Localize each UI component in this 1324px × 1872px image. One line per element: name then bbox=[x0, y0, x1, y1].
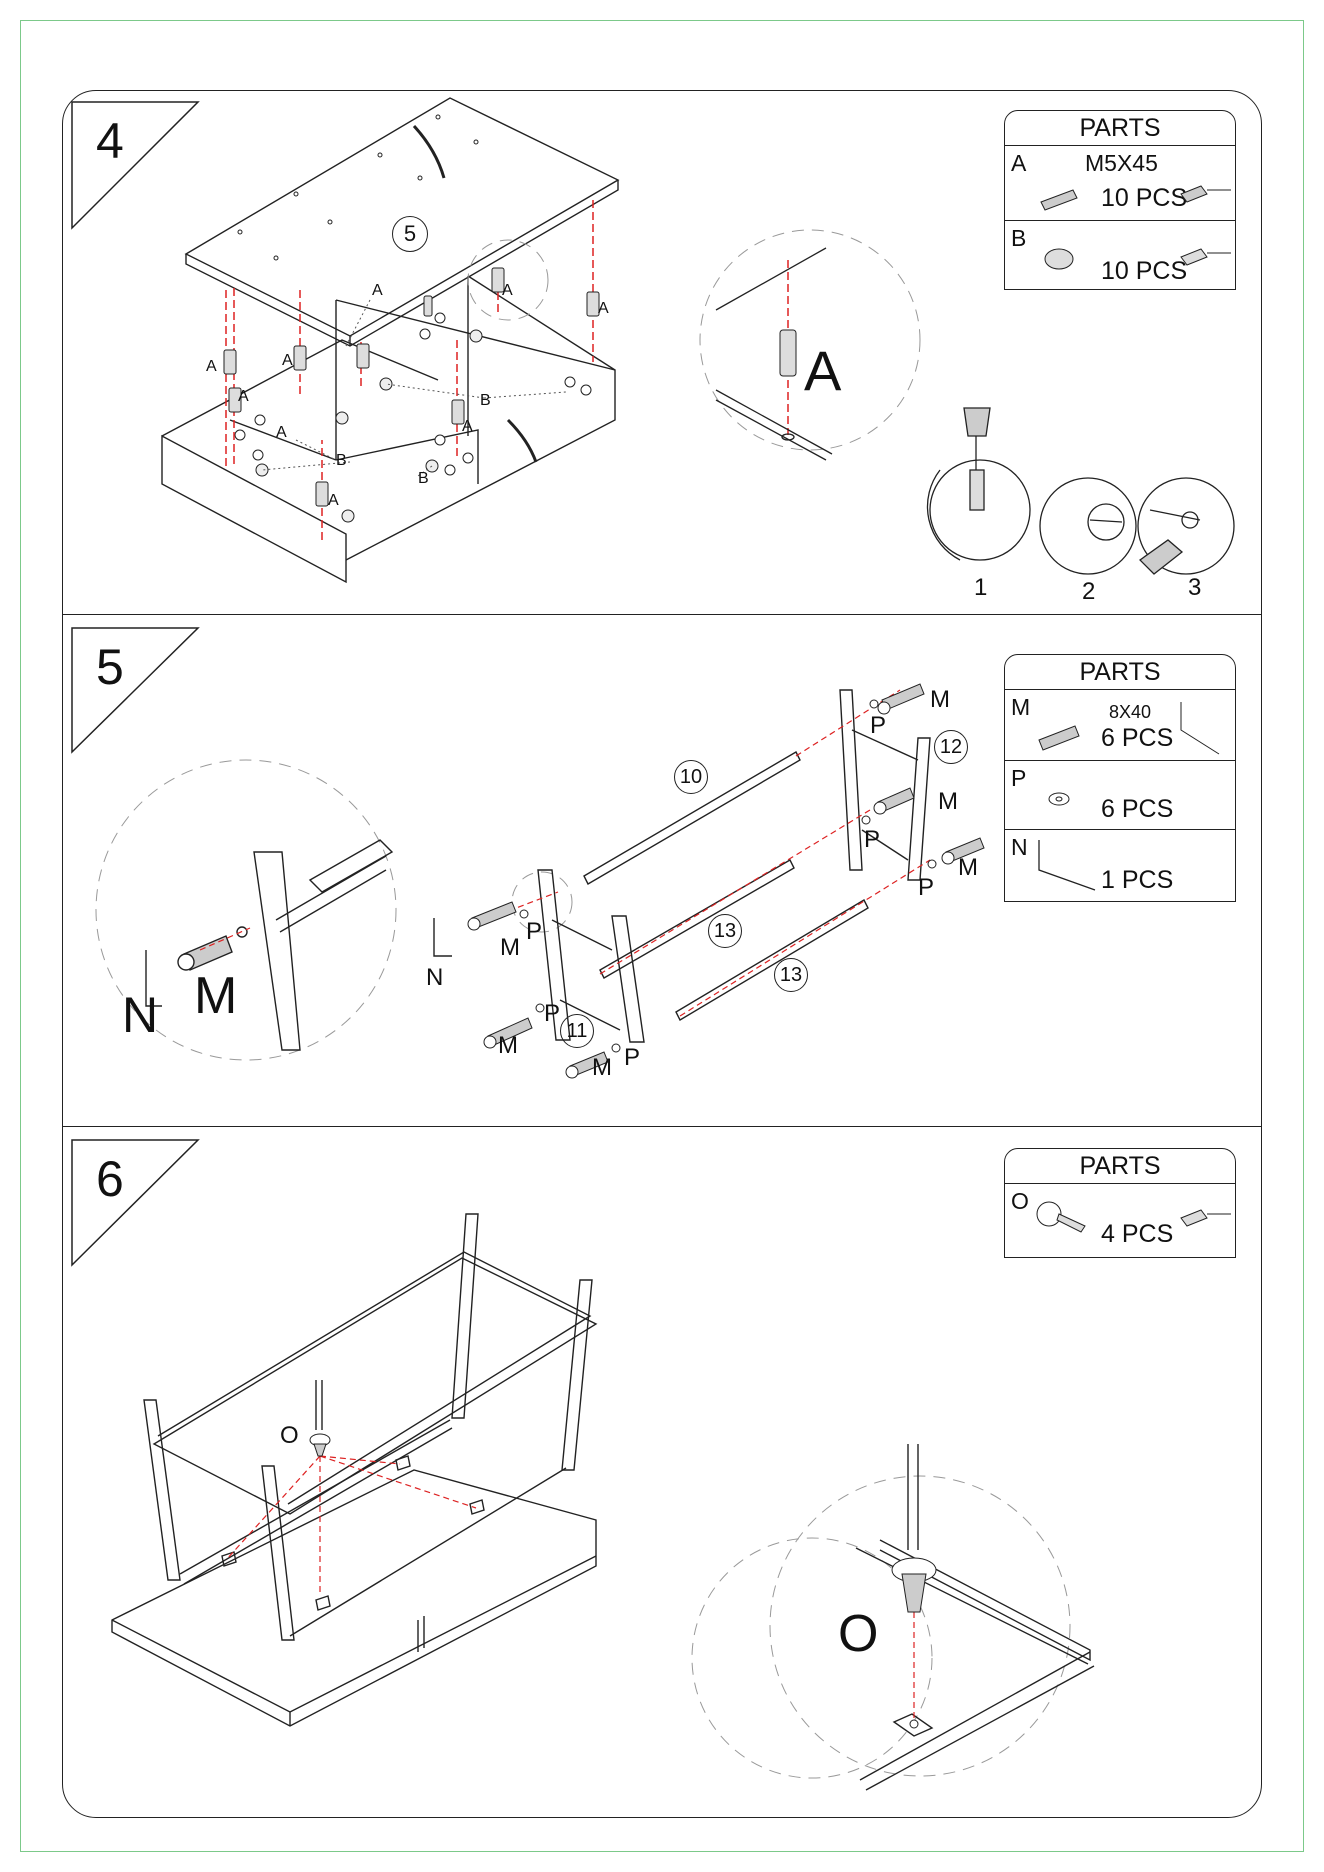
screw-icon bbox=[1005, 1184, 1237, 1256]
detail-screw-label: O bbox=[838, 1604, 878, 1664]
parts-list: PARTS O 4 PCS bbox=[1004, 1148, 1236, 1258]
screw-label: O bbox=[280, 1422, 299, 1450]
parts-row: O 4 PCS bbox=[1005, 1184, 1235, 1256]
parts-title: PARTS bbox=[1005, 1149, 1235, 1184]
